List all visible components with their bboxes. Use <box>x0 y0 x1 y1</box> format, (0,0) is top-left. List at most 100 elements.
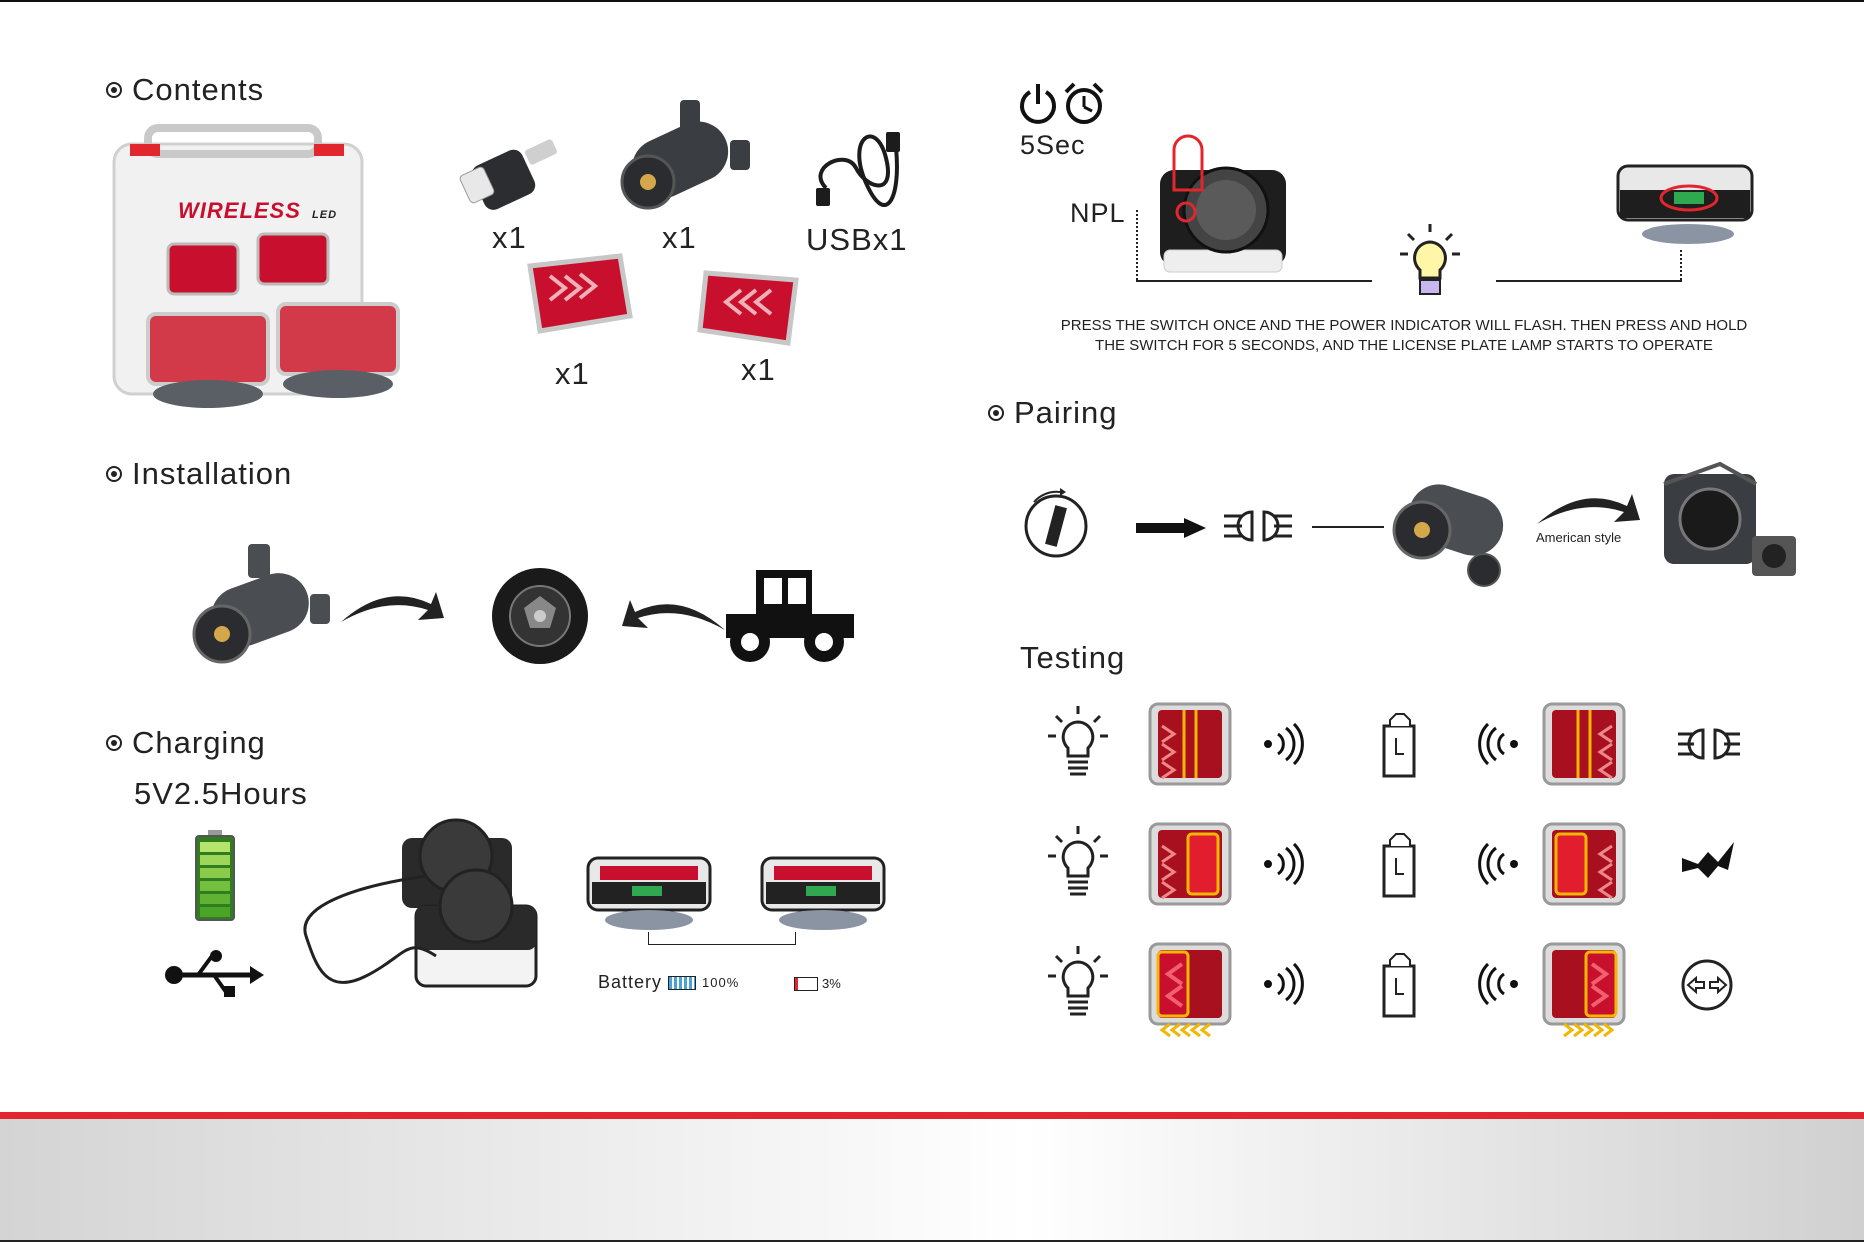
tail-lamp-icon <box>1542 822 1626 906</box>
npl-instruction: PRESS THE SWITCH ONCE AND THE POWER INDI… <box>1024 316 1784 356</box>
pairing-connector-line <box>1312 526 1384 528</box>
battery-low-legend: 3% <box>794 976 841 991</box>
charging-spec: 5V2.5Hours <box>134 776 308 812</box>
adapter-image <box>610 100 760 225</box>
lamp-battery-full-image <box>586 856 712 941</box>
test-bulb-icon <box>1046 706 1110 785</box>
pairing-adapter-image <box>1388 470 1518 595</box>
npl-switch-icon <box>1156 140 1292 280</box>
usb-symbol-icon <box>164 950 264 1005</box>
usb-cable-image <box>806 128 906 218</box>
battery-bracket <box>648 932 796 945</box>
alarm-clock-icon <box>1064 82 1104 131</box>
test-remote-icon <box>1378 712 1420 785</box>
american-socket-image <box>1660 464 1800 589</box>
test-lamp-right-1 <box>1542 702 1626 791</box>
top-border <box>0 0 1864 2</box>
lamp-battery-low-image <box>760 856 886 941</box>
footer-band <box>0 1119 1864 1242</box>
trailer-socket-icon <box>490 566 590 666</box>
lamps-charging-icon <box>296 826 536 996</box>
test-lamp-left-3 <box>1148 942 1232 1051</box>
signal-out-icon <box>1262 844 1308 889</box>
car-charger-icon <box>456 126 566 226</box>
test-bulb-icon <box>1046 946 1110 1025</box>
bullet-icon <box>106 82 122 98</box>
ignition-icon <box>1020 488 1092 565</box>
contents-heading: Contents <box>106 72 264 108</box>
tail-lamp-icon <box>1148 702 1232 786</box>
pairing-style-label: American style <box>1536 530 1621 545</box>
qty-lamp-right: x1 <box>741 352 776 388</box>
npl-lamp-on-image <box>1614 162 1756 257</box>
npl-connector-line-right <box>1496 280 1682 282</box>
kit-case-icon <box>108 124 368 424</box>
lamp-right-image <box>696 258 811 358</box>
bulb-icon <box>1396 224 1464 309</box>
tail-lamp-icon <box>1148 942 1232 1046</box>
seven-pin-adapter-icon <box>1388 470 1518 590</box>
seven-pin-adapter-icon <box>186 540 336 670</box>
tail-lamp-icon <box>696 258 811 353</box>
bullet-icon <box>988 405 1004 421</box>
tail-lamp-icon <box>1542 942 1626 1046</box>
tractor-icon <box>726 566 856 666</box>
tail-lamp-icon <box>1542 702 1626 786</box>
qty-lamp-left: x1 <box>555 356 590 392</box>
npl-lamp-press-image[interactable] <box>1156 140 1292 285</box>
tractor-image <box>726 566 856 671</box>
charging-lamps-image <box>296 826 536 1001</box>
usb-cable-icon <box>806 128 906 213</box>
lamp-indicator-icon <box>586 856 712 936</box>
socket-image <box>490 566 590 671</box>
bullet-icon <box>106 466 122 482</box>
npl-connector-vertical <box>1136 210 1139 280</box>
install-adapter-image <box>186 540 336 675</box>
signal-in-icon <box>1474 964 1520 1009</box>
battery-level-low-icon <box>794 977 818 991</box>
timer-label: 5Sec <box>1020 130 1086 161</box>
test-remote-icon <box>1378 952 1420 1025</box>
charging-heading: Charging <box>106 725 266 761</box>
footer-accent-bar <box>0 1112 1864 1119</box>
lamp-left-image <box>520 246 635 346</box>
power-icon <box>1018 84 1058 131</box>
tail-lamp-icon <box>520 246 635 341</box>
qty-usb: USBx1 <box>806 222 907 258</box>
test-headlight-icon <box>1676 726 1742 767</box>
hazard-arrows-icon <box>1680 958 1734 1017</box>
pairing-arrow-icon <box>1136 518 1206 543</box>
test-lamp-left-1 <box>1148 702 1232 791</box>
case-brand: WIRELESS LED <box>178 198 337 224</box>
signal-out-icon <box>1262 724 1308 769</box>
battery-level-full-icon <box>668 976 696 990</box>
signal-in-icon <box>1474 844 1520 889</box>
seven-pin-adapter-icon <box>610 100 760 220</box>
installation-heading: Installation <box>106 456 292 492</box>
trailer-socket-icon <box>1660 464 1800 584</box>
curved-arrow-icon <box>1532 488 1642 533</box>
signal-in-icon <box>1474 724 1520 769</box>
test-bulb-icon <box>1046 826 1110 905</box>
battery-full-icon <box>194 830 236 927</box>
brake-icon <box>1678 840 1738 885</box>
test-remote-icon <box>1378 832 1420 905</box>
arrow-right-icon <box>336 582 446 637</box>
signal-out-icon <box>1262 964 1308 1009</box>
lamp-indicator-icon <box>1614 162 1756 252</box>
bullet-icon <box>106 735 122 751</box>
kit-case-image: WIRELESS LED <box>108 124 368 424</box>
npl-connector-line <box>1136 280 1372 282</box>
test-lamp-right-3 <box>1542 942 1626 1051</box>
headlight-icon <box>1222 506 1294 551</box>
usb-car-charger-image <box>456 126 566 231</box>
test-lamp-right-2 <box>1542 822 1626 911</box>
tail-lamp-icon <box>1148 822 1232 906</box>
testing-heading: Testing <box>1020 640 1125 676</box>
battery-legend: Battery 100% <box>598 972 739 993</box>
arrow-left-icon <box>620 590 730 645</box>
test-lamp-left-2 <box>1148 822 1232 911</box>
npl-label: NPL <box>1070 198 1126 229</box>
lamp-indicator-icon <box>760 856 886 936</box>
qty-adapter: x1 <box>662 220 697 256</box>
